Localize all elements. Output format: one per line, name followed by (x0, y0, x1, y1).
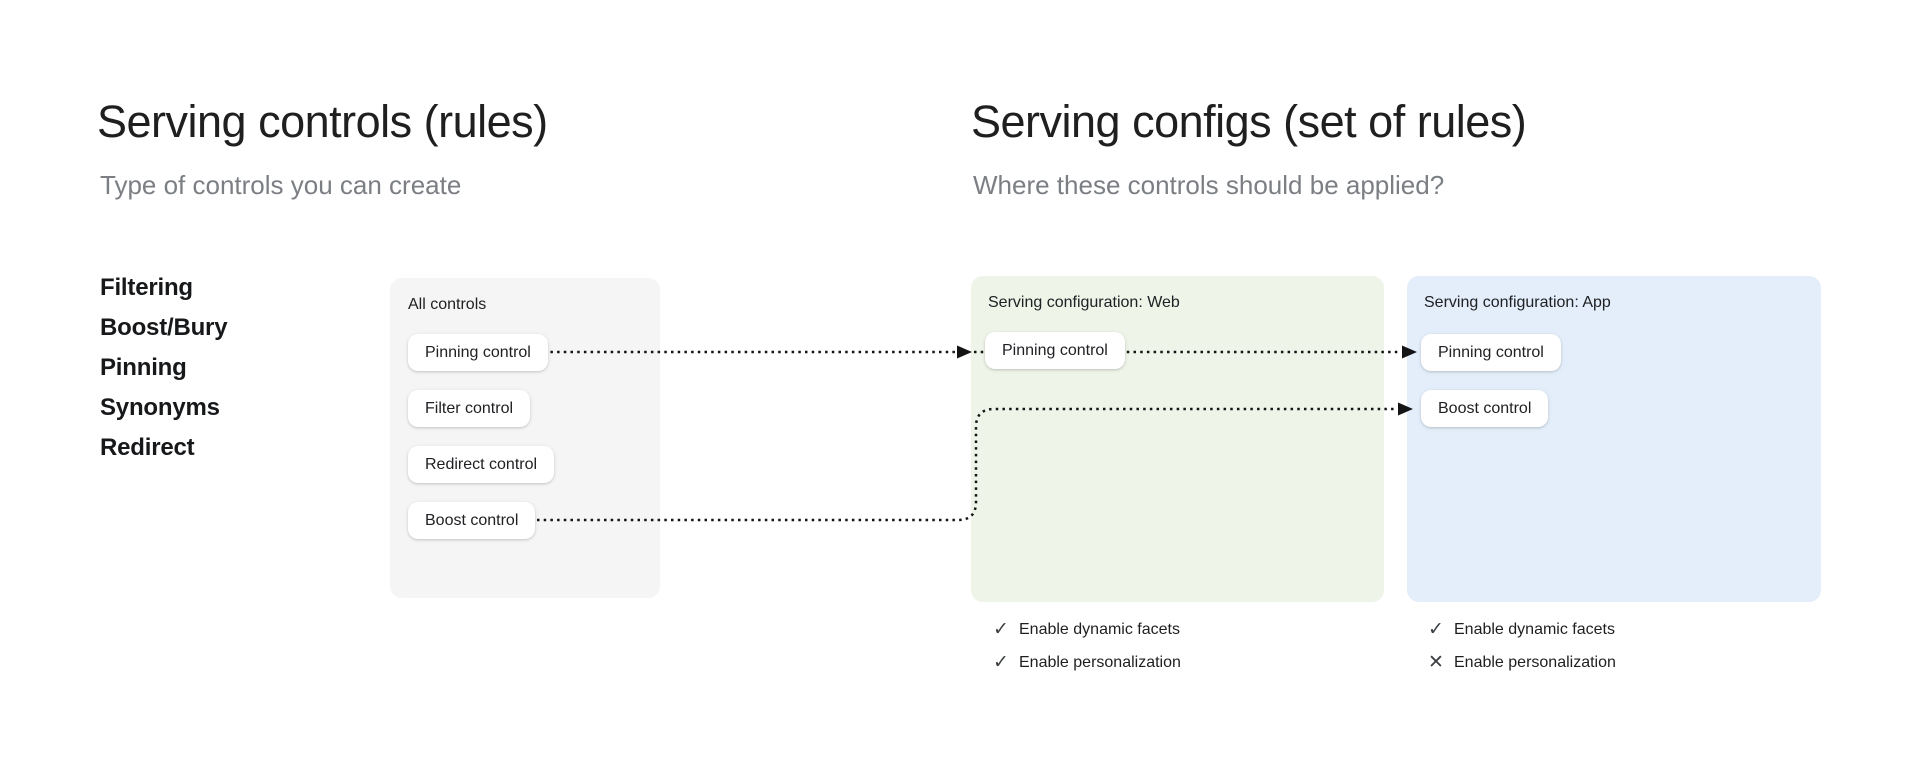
serving-config-web-card: Serving configuration: Web Pinning contr… (971, 276, 1384, 602)
check-icon: ✓ (993, 651, 1009, 673)
boost-control-chip[interactable]: Boost control (408, 502, 536, 539)
web-pinning-control-chip[interactable]: Pinning control (985, 332, 1125, 369)
web-card-title: Serving configuration: Web (988, 294, 1180, 311)
feature-label: Enable personalization (1019, 653, 1181, 671)
check-icon: ✓ (993, 618, 1009, 640)
serving-config-app-card: Serving configuration: App Pinning contr… (1407, 276, 1821, 602)
app-pinning-control-chip[interactable]: Pinning control (1421, 334, 1561, 371)
filter-control-chip[interactable]: Filter control (408, 390, 531, 427)
control-type-pinning: Pinning (100, 354, 187, 381)
right-section-subtitle: Where these controls should be applied? (973, 170, 1445, 200)
feature-label: Enable personalization (1454, 653, 1616, 671)
all-controls-card-title: All controls (408, 296, 487, 313)
check-icon: ✓ (1428, 618, 1444, 640)
app-boost-control-chip[interactable]: Boost control (1421, 390, 1549, 427)
web-feature-list: ✓ Enable dynamic facets ✓ Enable persona… (992, 613, 1181, 679)
control-type-filtering: Filtering (100, 274, 193, 301)
feature-label: Enable dynamic facets (1454, 620, 1615, 638)
app-card-title: Serving configuration: App (1424, 294, 1611, 311)
left-section-title: Serving controls (rules) (97, 96, 548, 147)
feature-row: ✓ Enable dynamic facets (992, 613, 1181, 646)
left-section-subtitle: Type of controls you can create (100, 170, 462, 200)
app-feature-list: ✓ Enable dynamic facets ✕ Enable persona… (1427, 613, 1616, 679)
pinning-control-chip[interactable]: Pinning control (408, 334, 548, 371)
feature-row: ✓ Enable dynamic facets (1427, 613, 1616, 646)
feature-row: ✕ Enable personalization (1427, 646, 1616, 679)
feature-row: ✓ Enable personalization (992, 646, 1181, 679)
control-type-synonyms: Synonyms (100, 394, 220, 421)
feature-label: Enable dynamic facets (1019, 620, 1180, 638)
control-type-boost-bury: Boost/Bury (100, 314, 228, 341)
right-section-title: Serving configs (set of rules) (971, 96, 1527, 147)
control-type-list: Filtering Boost/Bury Pinning Synonyms Re… (100, 268, 228, 468)
x-icon: ✕ (1428, 651, 1444, 673)
all-controls-card: All controls Pinning control Filter cont… (390, 278, 660, 598)
arrowhead-web-pinning (957, 345, 972, 359)
control-type-redirect: Redirect (100, 434, 195, 461)
redirect-control-chip[interactable]: Redirect control (408, 446, 555, 483)
